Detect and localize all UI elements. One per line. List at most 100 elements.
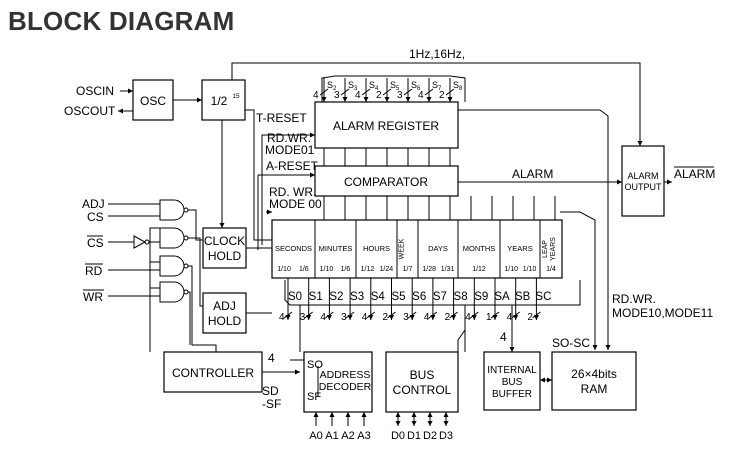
alarm-input-width: 4 [418,90,424,101]
bus-width-ctrl: 4 [268,351,275,365]
data-pin-label: D1 [407,430,421,442]
address-decoder-l1: ADDRESS [320,369,371,381]
counter-output-width: 4 [507,312,513,323]
register-bus-lines [323,148,556,220]
counter-months: MONTHS 1/12 [457,220,496,278]
osc-block: OSC [132,79,174,121]
t-reset-label: T-RESET [256,111,307,125]
freq-label: 1Hz,16Hz, [409,47,465,61]
counter-output-label: S9 [474,291,488,303]
counter-output-width: 4 [320,312,326,323]
counter-output-label: S0 [288,291,302,303]
counter-output-s2: S24 [320,278,343,323]
counter-ratio: 1/12 [472,266,486,273]
controller-block: CONTROLLER [163,351,263,393]
alarm-input-width: 4 [313,90,319,101]
cs-label: CS [87,210,104,224]
internal-bus-buffer-block: INTERNAL BUS BUFFER [483,351,541,411]
comparator-block: COMPARATOR [314,165,459,197]
bus-control-l2: CONTROL [393,383,452,397]
counter-ratio-2: 1/6 [340,266,350,273]
address-decoder-l2: DECODER [319,381,372,393]
ram-l2: RAM [581,382,608,396]
counter-ratio-2: 1/24 [380,266,394,273]
mode00-l2: MODE 00 [269,197,322,211]
counter-name: YEARS [550,237,557,261]
svg-text:1/2: 1/2 [211,94,228,108]
internal-bus-l2: BUS [502,377,523,388]
counter-ratio: 1/10 [277,266,291,273]
counter-output-width: 3 [341,312,347,323]
mode10-l2: MODE10,MODE11 [612,306,713,320]
counter-ratio: 1/7 [403,266,413,273]
counter-output-label: S5 [391,291,405,303]
counter-output-label: SC [535,291,551,303]
alarm-input-label: S6 [411,80,421,92]
counter-output-label: S7 [433,291,447,303]
counter-output-label: S1 [309,291,323,303]
cs-bar-label: CS [87,236,104,250]
counter-name: LEAP [542,240,549,258]
adj-hold-l2: HOLD [208,314,242,328]
alarm-input-label: S7 [432,80,442,92]
alarm-input-S8: S8 2 [439,78,463,102]
address-pin-label: A1 [325,430,338,442]
counter-output-s7: S74 [424,278,447,323]
counter-output-s9: S94 [465,278,488,323]
counter-output-label: SB [515,291,531,303]
counter-output-s5: S52 [383,278,406,323]
adj-hold-block: ADJ HOLD [202,292,247,334]
alarm-output-l2: OUTPUT [625,182,663,192]
counter-name: MONTHS [463,244,496,253]
alarm-input-width: 2 [439,90,445,101]
counter-ratio: 1/10 [504,266,518,273]
address-pin-label: A0 [309,430,322,442]
counter-output-s0: S04 [279,278,302,323]
alarm-input-label: S8 [453,80,463,92]
counter-output-label: S3 [350,291,364,303]
counter-output-width: 4 [279,312,285,323]
counter-output-width: 4 [362,312,368,323]
divider-label: 1/2 [211,94,228,108]
divider-exponent: 15 [232,93,240,100]
alarm-register-block: ALARM REGISTER [314,101,459,149]
alarm-bar-label: ALARM [674,167,715,181]
alarm-input-S6: S63 [397,78,421,102]
counter-output-s6: S63 [403,278,426,323]
alarm-output-block: ALARM OUTPUT [621,145,665,217]
counter-ratio: 1/4 [546,266,556,273]
page-title: BLOCK DIAGRAM [8,6,235,36]
pin-lines [315,412,447,426]
counter-ratio-2: 1/6 [299,266,309,273]
a-reset-label: A-RESET [266,159,319,173]
data-pin-label: D2 [423,430,437,442]
oscout-label: OSCOUT [64,104,116,118]
ram-block: 26×4bits RAM [551,351,637,411]
input-logic-gates [133,199,189,303]
counter-output-label: S4 [371,291,386,303]
sf-label: -SF [262,397,281,411]
mode10-l1: RD.WR. [612,292,656,306]
comparator-label: COMPARATOR [344,175,428,189]
alarm-register-label: ALARM REGISTER [333,119,439,133]
counter-output-label: S6 [412,291,426,303]
bus-control-l1: BUS [410,368,435,382]
alarm-label: ALARM [512,167,553,181]
alarm-input-S7: S7 4 [418,78,442,102]
counter-output-s1: S13 [300,278,323,323]
alarm-input-label: S4 [369,80,379,92]
counter-output-width: 2 [383,312,389,323]
signal-labels: OSCIN OSCOUT ADJ CS CS RD WR T-RESET RD.… [64,47,715,411]
counter-output-width: 3 [300,312,306,323]
alarm-input-S5: S52 [376,78,400,102]
wires [108,62,672,426]
mode00-l1: RD. WR. [269,185,316,199]
